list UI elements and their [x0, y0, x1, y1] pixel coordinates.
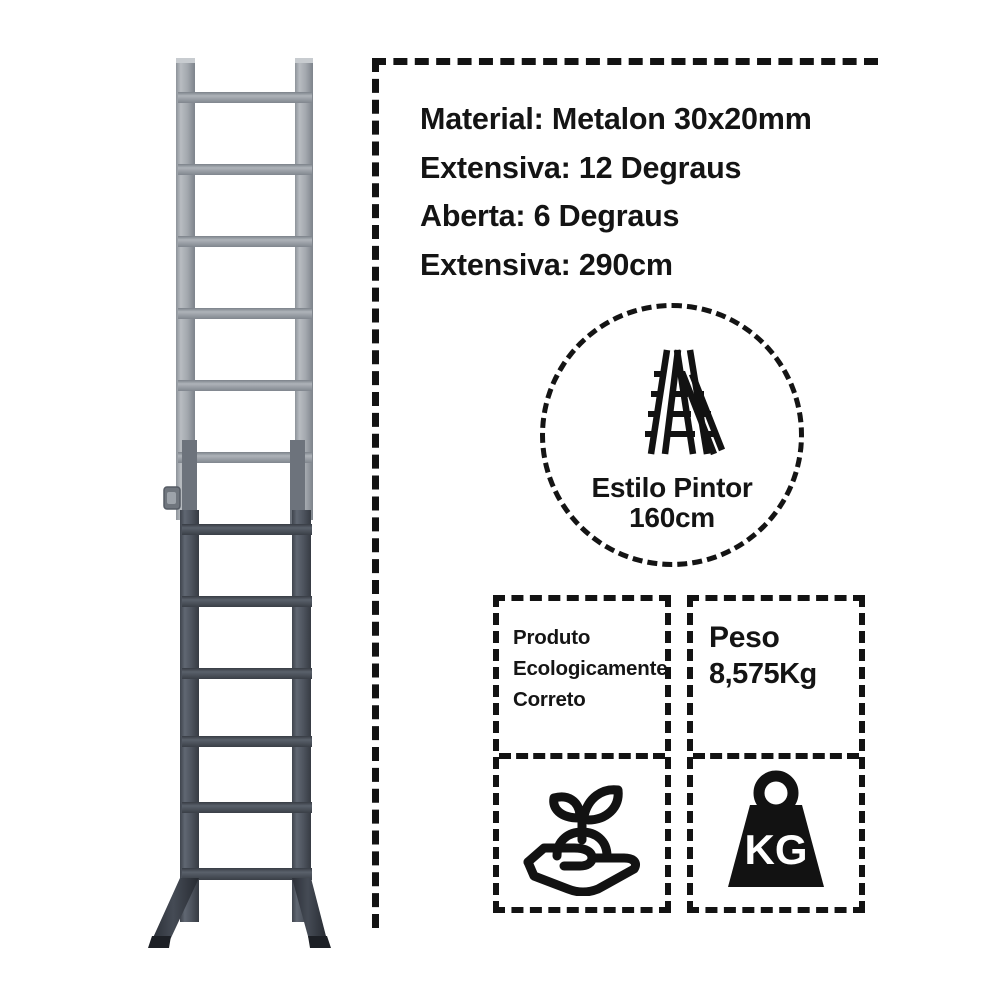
- hand-holding-sprout-icon: [523, 785, 640, 896]
- eco-friendly-icon-cell: [499, 759, 665, 907]
- eco-line-2: Ecologicamente: [513, 657, 668, 681]
- eco-line-1: Produto: [513, 626, 591, 649]
- ladder-upper-section: [176, 58, 313, 520]
- badge-measure: 160cm: [629, 502, 715, 534]
- weight-icon-cell: KG: [693, 759, 859, 907]
- spec-line-material: Material: Metalon 30x20mm: [420, 102, 812, 136]
- weight-text-cell: Peso 8,575Kg: [693, 601, 859, 759]
- estilo-pintor-badge: Estilo Pintor 160cm: [540, 303, 804, 567]
- ladder-feet: [148, 878, 331, 948]
- kg-weight-icon: KG: [728, 770, 824, 887]
- eco-line-3: Correto: [513, 688, 586, 712]
- weight-label: Peso: [709, 621, 780, 654]
- spec-list: Material: Metalon 30x20mm Extensiva: 12 …: [420, 104, 880, 298]
- spec-line-aberta: Aberta: 6 Degraus: [420, 199, 680, 233]
- panel-frame-top-edge: [372, 58, 878, 65]
- kg-icon-label: KG: [745, 826, 808, 873]
- spec-line-extensiva-degraus: Extensiva: 12 Degraus: [420, 150, 742, 185]
- badge-caption: Estilo Pintor 160cm: [545, 472, 799, 534]
- ladder-illustration: [148, 58, 331, 948]
- step-ladder-icon: [645, 349, 726, 456]
- ladder-lower-section: [180, 510, 312, 922]
- eco-friendly-box: Produto Ecologicamente Correto: [493, 595, 671, 913]
- spec-line-extensiva-altura: Extensiva: 290cm: [420, 247, 673, 282]
- specifications-panel: Material: Metalon 30x20mm Extensiva: 12 …: [372, 58, 880, 930]
- weight-value: 8,575Kg: [709, 657, 817, 690]
- ladder-extension-joint: [163, 440, 305, 530]
- panel-frame-left-edge: [372, 58, 379, 928]
- product-photo-ladder: [120, 40, 350, 970]
- badge-title: Estilo Pintor: [591, 472, 753, 503]
- eco-friendly-text-cell: Produto Ecologicamente Correto: [499, 601, 668, 759]
- weight-box: Peso 8,575Kg KG: [687, 595, 865, 913]
